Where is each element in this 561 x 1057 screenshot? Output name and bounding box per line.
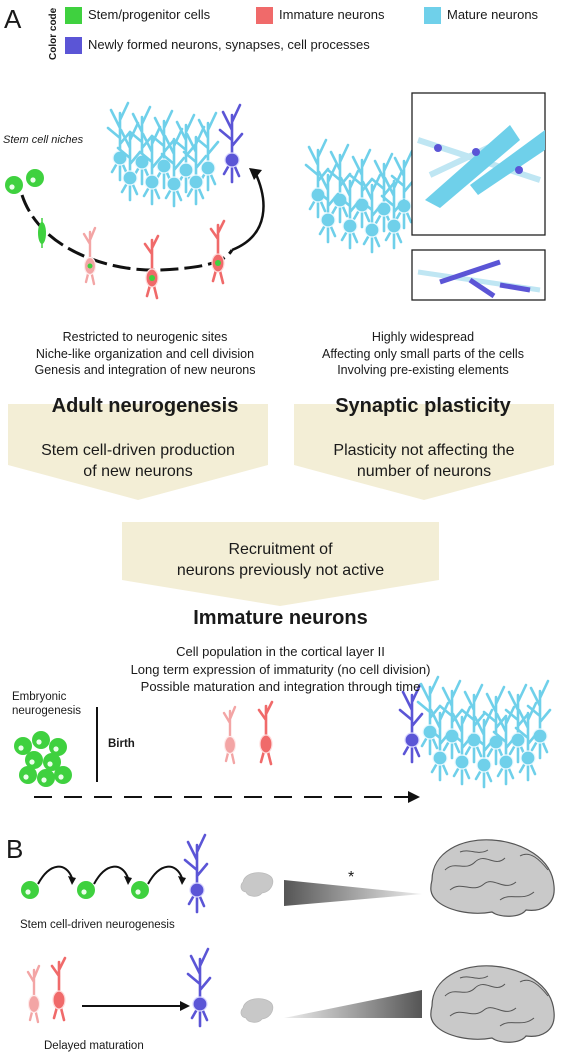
birth-label: Birth xyxy=(108,738,135,750)
stem-cell-niche-cluster xyxy=(5,169,44,194)
synaptic-plasticity-heading: Synaptic plasticity xyxy=(335,395,511,417)
adult-neurogenesis-heading: Adult neurogenesis xyxy=(51,395,239,417)
large-brain-icon-row1 xyxy=(430,839,555,917)
box-adult-neurogenesis-text: Stem cell-driven production of new neuro… xyxy=(8,440,268,482)
synapse-inset-top xyxy=(411,92,546,236)
immature-neuron-sequence xyxy=(82,219,226,300)
embryonic-stem-cluster xyxy=(14,731,72,787)
stem-cell-neurogenesis-sequence xyxy=(21,833,209,914)
significance-asterisk: * xyxy=(348,869,355,886)
delayed-maturation-sequence xyxy=(26,947,212,1028)
legend-swatch-new xyxy=(65,37,82,54)
adult-neurogenesis-features: Restricted to neurogenic sites Niche-lik… xyxy=(0,329,290,379)
neurogenesis-path-arrow xyxy=(20,194,234,272)
box-immature-neurons-text: Recruitment of neurons previously not ac… xyxy=(122,539,439,581)
label-line: Embryonic xyxy=(12,691,67,703)
time-axis-arrowhead xyxy=(408,791,420,803)
panel-label-b: B xyxy=(6,834,24,864)
legend-label-mature: Mature neurons xyxy=(447,7,539,22)
increasing-gradient-wedge xyxy=(284,990,422,1018)
stem-cell-neurogenesis-label: Stem cell-driven neurogenesis xyxy=(20,919,175,931)
small-brain-icon-row1 xyxy=(240,872,274,897)
progenitor-cell xyxy=(38,218,46,248)
legend-label-immature: Immature neurons xyxy=(279,7,385,22)
synaptic-plasticity-features: Highly widespread Affecting only small p… xyxy=(285,329,561,379)
feature-line: Cell population in the cortical layer II xyxy=(176,644,385,659)
panel-label-a: A xyxy=(4,4,22,34)
synapse-inset-bottom xyxy=(411,249,546,301)
delayed-maturation-label: Delayed maturation xyxy=(44,1040,144,1052)
feature-line: Niche-like organization and cell divisio… xyxy=(35,346,255,361)
feature-line: Restricted to neurogenic sites xyxy=(62,330,228,344)
box-line: Plasticity not affecting the xyxy=(333,442,515,459)
label-line: neurogenesis xyxy=(12,705,82,717)
immature-neurons-timeline xyxy=(222,700,274,766)
box-line: of new neurons xyxy=(83,463,193,480)
legend-swatch-stem xyxy=(65,7,82,24)
box-adult-neurogenesis xyxy=(8,404,268,500)
decreasing-gradient-wedge xyxy=(284,880,422,906)
box-line: neurons previously not active xyxy=(176,562,385,579)
legend-swatch-immature xyxy=(256,7,273,24)
box-immature-neurons xyxy=(122,522,439,606)
small-brain-icon-row2 xyxy=(240,998,274,1023)
legend-swatch-mature xyxy=(424,7,441,24)
arrowhead-up xyxy=(249,168,262,180)
mature-neuron-layer-synaptic xyxy=(304,138,416,254)
neurogenesis-arrow-up xyxy=(231,171,265,252)
embryonic-neurogenesis-label: Embryonic neurogenesis xyxy=(12,690,81,718)
feature-line: Involving pre-existing elements xyxy=(337,363,509,377)
box-synaptic-plasticity xyxy=(294,404,554,500)
box-line: Recruitment of xyxy=(228,541,333,558)
feature-line: Possible maturation and integration thro… xyxy=(140,679,421,694)
feature-line: Affecting only small parts of the cells xyxy=(322,346,524,361)
box-line: number of neurons xyxy=(356,463,492,480)
immature-neurons-heading: Immature neurons xyxy=(193,607,368,629)
feature-line: Highly widespread xyxy=(371,330,475,344)
feature-line: Long term expression of immaturity (no c… xyxy=(130,661,431,677)
immature-neurons-features: Cell population in the cortical layer II… xyxy=(0,643,561,696)
stem-cell-niches-label: Stem cell niches xyxy=(3,134,84,146)
legend-label-new: Newly formed neurons, synapses, cell pro… xyxy=(88,37,370,52)
feature-line: Genesis and integration of new neurons xyxy=(34,363,256,377)
box-line: Stem cell-driven production xyxy=(41,442,235,459)
legend-label-stem: Stem/progenitor cells xyxy=(88,7,211,22)
large-brain-icon-row2 xyxy=(430,965,555,1043)
box-synaptic-plasticity-text: Plasticity not affecting the number of n… xyxy=(294,440,554,482)
mature-neuron-layer-top xyxy=(106,101,244,208)
